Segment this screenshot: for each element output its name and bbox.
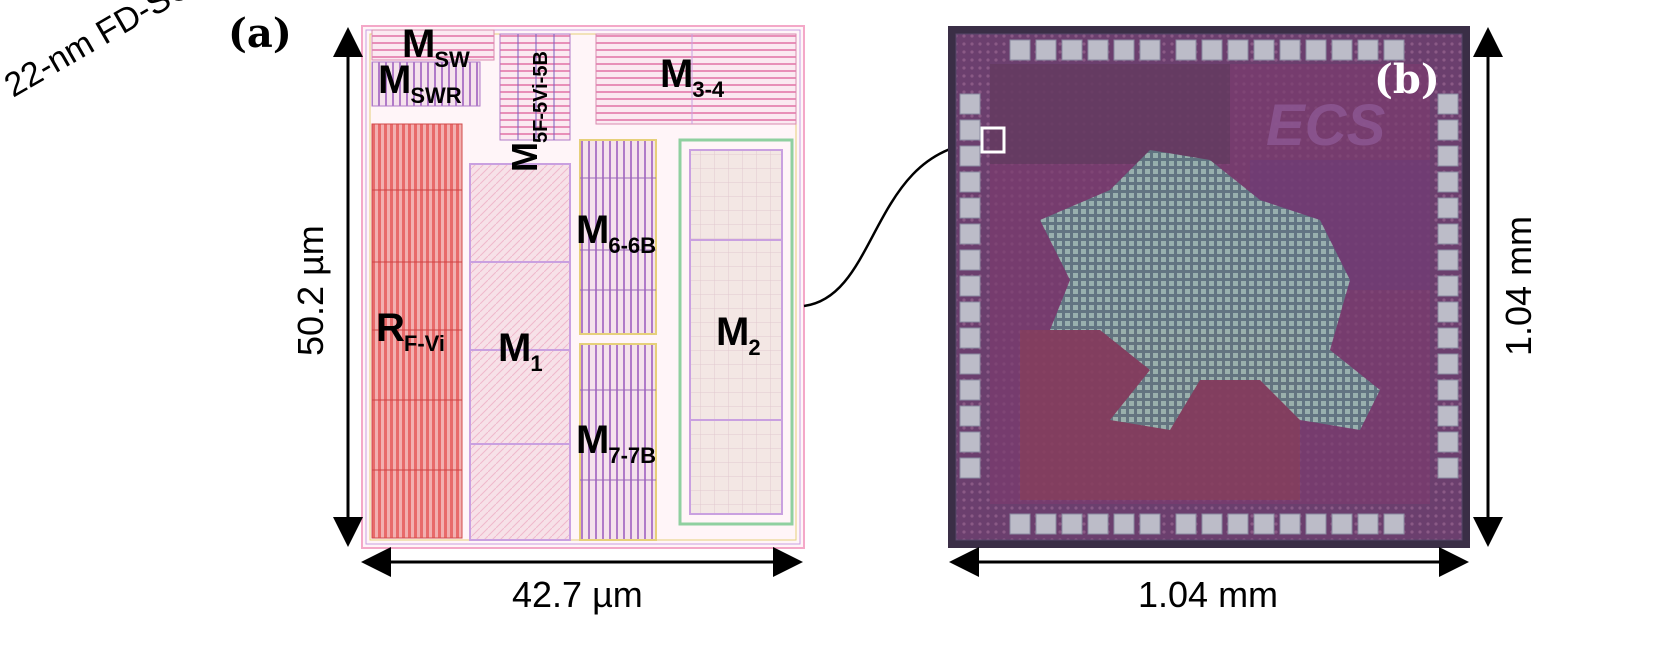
m34-region: [595, 33, 797, 125]
pads-top: [1009, 39, 1405, 61]
msw-region: [371, 29, 495, 61]
block-label-m2: M2: [716, 310, 761, 360]
pads-right: [1437, 93, 1459, 479]
panel-a-label: (a): [228, 10, 292, 57]
m66b-region: [579, 139, 657, 335]
pads-bottom: [1009, 513, 1405, 535]
pads-left: [959, 93, 981, 479]
block-label-m66b: M6-6B: [576, 208, 657, 258]
block-label-msw: MSW: [402, 22, 470, 72]
mswr-region: [371, 61, 481, 107]
rfvi-resistor: [371, 123, 463, 539]
zoom-connector: [803, 140, 983, 308]
m77b-region: [579, 343, 657, 541]
zoom-highlight-box: [980, 126, 1006, 154]
block-label-m34: M3-4: [660, 52, 725, 102]
logo-text: ECS: [1266, 93, 1386, 158]
m1-region: [469, 163, 571, 541]
panel-b-label: (b): [1374, 56, 1440, 103]
block-label-m5f: M5F-5Vi-5B: [504, 51, 552, 172]
height-dim-label-b: 1.04 mm: [1498, 215, 1539, 356]
block-label-m77b: M7-7B: [576, 418, 657, 468]
logo-creature: [1040, 150, 1380, 430]
height-dim-label-a: 50.2 µm: [290, 225, 331, 356]
width-dim-label-b: 1.04 mm: [1138, 574, 1279, 615]
width-dim-label-a: 42.7 µm: [512, 574, 643, 615]
block-label-m1: M1: [498, 326, 543, 376]
m5f-region: [499, 33, 571, 141]
m2-outline: [678, 138, 794, 526]
block-label-mswr: MSWR: [378, 58, 462, 108]
m2-region: [689, 149, 783, 515]
block-label-rfvi: RF-Vi: [376, 306, 446, 356]
